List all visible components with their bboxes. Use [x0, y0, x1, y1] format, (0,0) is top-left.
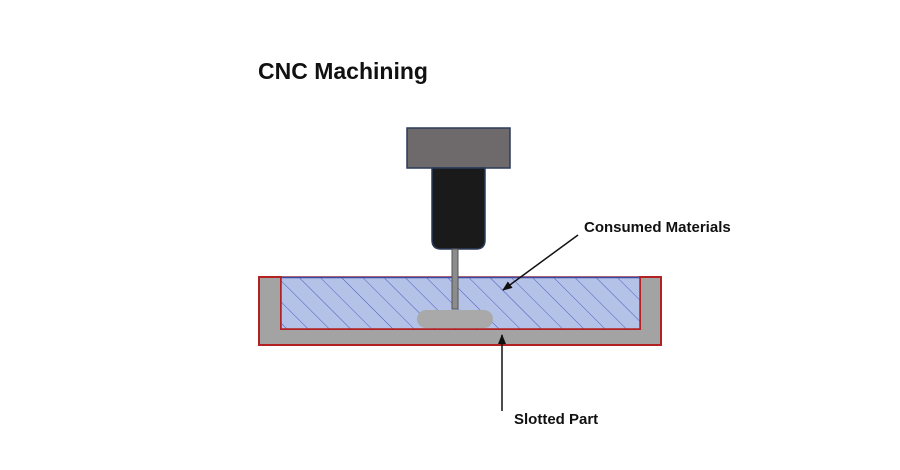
tool-holder — [431, 167, 486, 250]
diagram-title: CNC Machining — [258, 58, 428, 84]
consumed-materials-label: Consumed Materials — [584, 219, 731, 236]
slotted-part-label: Slotted Part — [514, 411, 599, 428]
consumed-materials-arrow — [502, 234, 579, 291]
spindle-head — [406, 127, 511, 169]
cutting-chip — [417, 310, 493, 328]
end-mill — [451, 248, 459, 310]
